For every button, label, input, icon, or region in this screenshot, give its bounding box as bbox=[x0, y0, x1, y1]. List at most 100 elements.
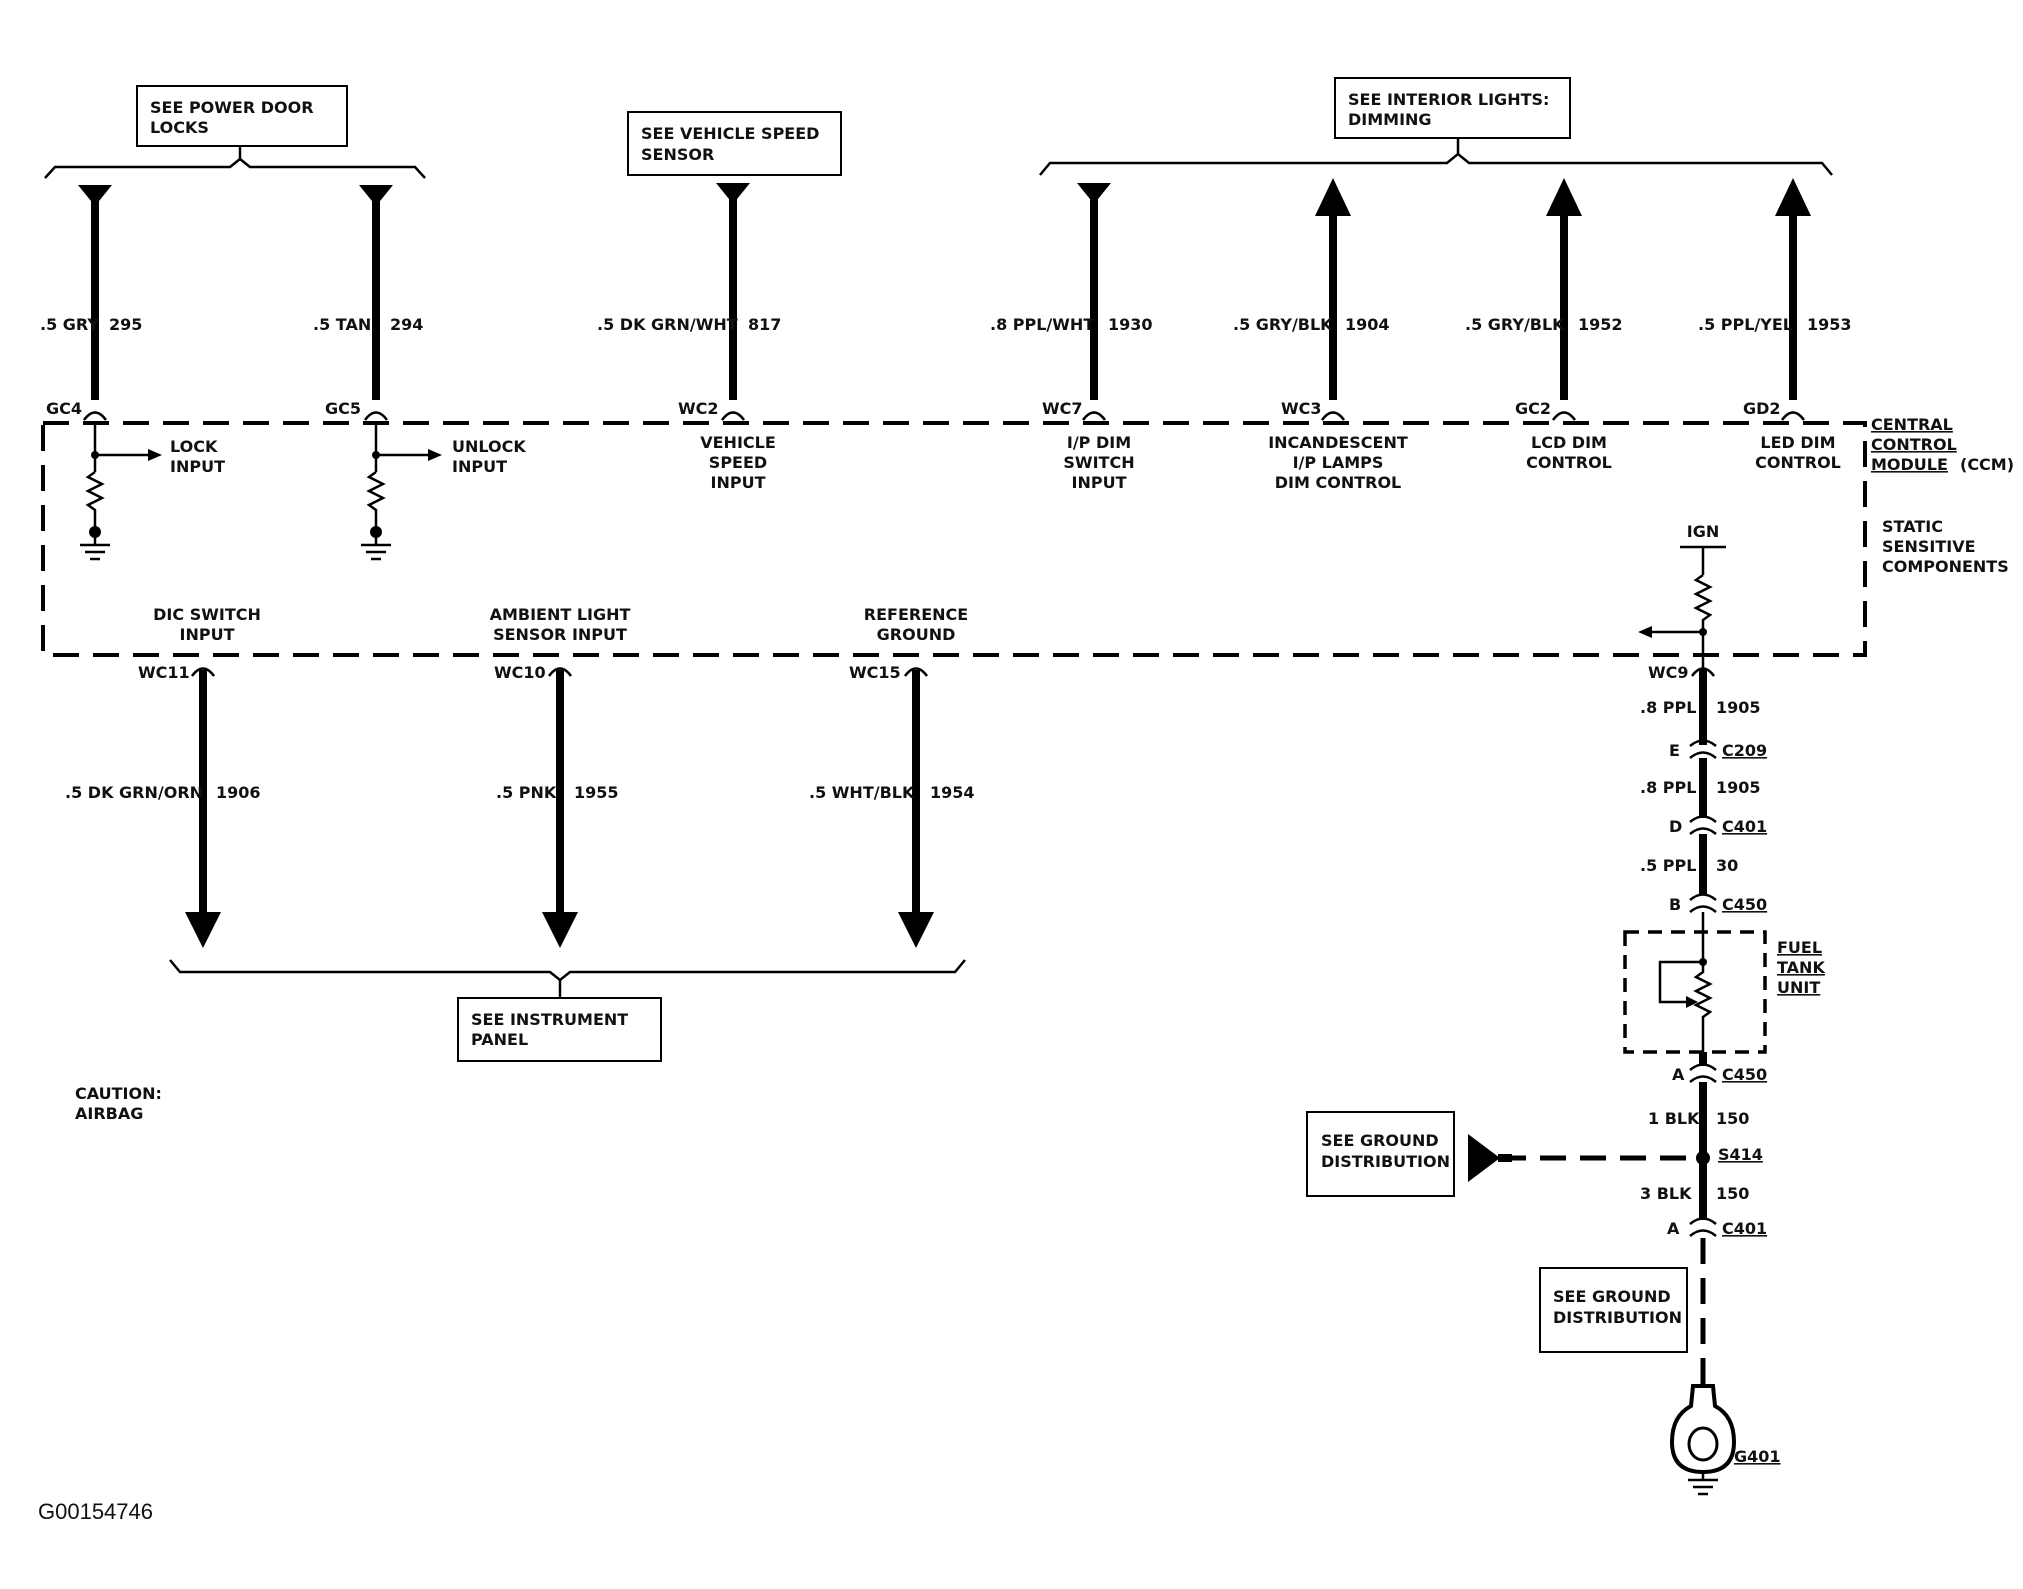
wire-color-1952: .5 GRY/BLK bbox=[1465, 315, 1565, 334]
gd1-line2: DISTRIBUTION bbox=[1321, 1152, 1450, 1171]
output-arrow-icon bbox=[898, 912, 934, 948]
box-vss-line2: SENSOR bbox=[641, 145, 714, 164]
ground-g401: G401 bbox=[1734, 1447, 1781, 1466]
ccm-name-3: MODULE bbox=[1871, 455, 1948, 474]
brace-power-door-locks bbox=[44, 146, 426, 179]
wire-color-1904: .5 GRY/BLK bbox=[1233, 315, 1333, 334]
ccm-name-1: CENTRAL bbox=[1871, 415, 1953, 434]
brace-interior-lights bbox=[1039, 138, 1833, 176]
circuit-1930: .8 PPL/WHT 1930 WC7 bbox=[990, 183, 1153, 421]
circuit-1906: WC11 .5 DK GRN/ORN 1906 bbox=[65, 663, 261, 948]
caution-line2: AIRBAG bbox=[75, 1104, 143, 1123]
pin-WC3: WC3 bbox=[1281, 399, 1322, 418]
circuit-294: .5 TAN 294 GC5 bbox=[313, 185, 423, 421]
circuit-number-294: 294 bbox=[390, 315, 423, 334]
c401-a-pin: A bbox=[1667, 1219, 1680, 1238]
circuit-number-1930: 1930 bbox=[1108, 315, 1153, 334]
ccm-name-2: CONTROL bbox=[1871, 435, 1957, 454]
incandescent-label-1: INCANDESCENT bbox=[1268, 433, 1408, 452]
pin-GC2: GC2 bbox=[1515, 399, 1551, 418]
wire-color-1953: .5 PPL/YEL bbox=[1698, 315, 1793, 334]
circuit-number-1904: 1904 bbox=[1345, 315, 1390, 334]
splice-dot bbox=[1696, 1151, 1710, 1165]
gd2-line2: DISTRIBUTION bbox=[1553, 1308, 1682, 1327]
lcd-dim-label-1: LCD DIM bbox=[1531, 433, 1607, 452]
pin-WC15: WC15 bbox=[849, 663, 901, 682]
c401-d-name: C401 bbox=[1722, 817, 1767, 836]
ign-label: IGN bbox=[1687, 522, 1719, 541]
splice-s414: S414 bbox=[1718, 1145, 1763, 1164]
image-code: G00154746 bbox=[38, 1499, 153, 1524]
circuit-number-817: 817 bbox=[748, 315, 781, 334]
incandescent-label-2: I/P LAMPS bbox=[1293, 453, 1384, 472]
pin-WC10: WC10 bbox=[494, 663, 546, 682]
circuit-1952: .5 GRY/BLK 1952 GC2 bbox=[1465, 178, 1623, 421]
ip-dim-label-2: SWITCH bbox=[1063, 453, 1134, 472]
ambient-label-1: AMBIENT LIGHT bbox=[490, 605, 631, 624]
c450-b-name: C450 bbox=[1722, 895, 1767, 914]
pin-GC4: GC4 bbox=[46, 399, 82, 418]
c401-a-name: C401 bbox=[1722, 1219, 1767, 1238]
ambient-label-2: SENSOR INPUT bbox=[493, 625, 627, 644]
refground-label-1: REFERENCE bbox=[864, 605, 968, 624]
c209-pin: E bbox=[1669, 741, 1680, 760]
resistor-icon bbox=[366, 470, 386, 532]
led-dim-label-1: LED DIM bbox=[1760, 433, 1835, 452]
box-interior-lights-line2: DIMMING bbox=[1348, 110, 1432, 129]
input-arrow-icon bbox=[359, 185, 393, 206]
box-instrument-panel-line1: SEE INSTRUMENT bbox=[471, 1010, 628, 1029]
wire-color-295: .5 GRY bbox=[40, 315, 99, 334]
ip-dim-label-1: I/P DIM bbox=[1067, 433, 1131, 452]
seg5-circuit: 150 bbox=[1716, 1184, 1749, 1203]
ccm-name-suffix: (CCM) bbox=[1960, 455, 2014, 474]
circuit-1904: .5 GRY/BLK 1904 WC3 bbox=[1233, 178, 1390, 421]
unlock-input-circuit: UNLOCK INPUT bbox=[361, 425, 526, 561]
led-dim-label-2: CONTROL bbox=[1755, 453, 1841, 472]
seg3-circuit: 30 bbox=[1716, 856, 1738, 875]
pin-WC7: WC7 bbox=[1042, 399, 1083, 418]
c450-b-pin: B bbox=[1669, 895, 1681, 914]
pin-WC11: WC11 bbox=[138, 663, 190, 682]
output-arrow-icon bbox=[1546, 178, 1582, 216]
incandescent-label-3: DIM CONTROL bbox=[1275, 473, 1402, 492]
circuit-817: .5 DK GRN/WHT 817 WC2 bbox=[597, 183, 781, 421]
caution-note: CAUTION: AIRBAG bbox=[75, 1084, 162, 1123]
arrow-right-icon bbox=[1686, 996, 1698, 1008]
circuit-number-1955: 1955 bbox=[574, 783, 619, 802]
gd1-line1: SEE GROUND bbox=[1321, 1131, 1439, 1150]
ground-eyelet-icon bbox=[1669, 1384, 1737, 1496]
bottom-function-labels: DIC SWITCH INPUT AMBIENT LIGHT SENSOR IN… bbox=[153, 605, 968, 644]
wire-color-1954: .5 WHT/BLK bbox=[809, 783, 915, 802]
circuit-number-1906: 1906 bbox=[216, 783, 261, 802]
static-note-2: SENSITIVE bbox=[1882, 537, 1976, 556]
wire-color-1930: .8 PPL/WHT bbox=[990, 315, 1094, 334]
static-note-1: STATIC bbox=[1882, 517, 1943, 536]
seg3-wire: .5 PPL bbox=[1640, 856, 1696, 875]
wire-color-294: .5 TAN bbox=[313, 315, 371, 334]
box-power-door-locks: SEE POWER DOOR LOCKS bbox=[136, 85, 348, 147]
input-arrow-icon bbox=[78, 185, 112, 206]
box-interior-lights-line1: SEE INTERIOR LIGHTS: bbox=[1348, 90, 1549, 109]
arrow-left-icon bbox=[1638, 626, 1652, 638]
output-arrow-icon bbox=[542, 912, 578, 948]
fuel-tank-label-2: TANK bbox=[1777, 958, 1825, 977]
caution-line1: CAUTION: bbox=[75, 1084, 162, 1103]
output-arrow-icon bbox=[1775, 178, 1811, 216]
seg2-circuit: 1905 bbox=[1716, 778, 1761, 797]
c450-a-name: C450 bbox=[1722, 1065, 1767, 1084]
seg2-wire: .8 PPL bbox=[1640, 778, 1696, 797]
box-vss-line1: SEE VEHICLE SPEED bbox=[641, 124, 819, 143]
circuit-295: .5 GRY 295 GC4 bbox=[40, 185, 142, 421]
ign-circuit: IGN bbox=[1638, 522, 1726, 672]
refground-label-2: GROUND bbox=[877, 625, 956, 644]
ccm-boundary bbox=[41, 421, 1867, 657]
input-arrow-icon bbox=[1077, 183, 1111, 204]
arrow-right-icon bbox=[148, 449, 162, 461]
ccm-label: CENTRAL CONTROL MODULE (CCM) STATIC SENS… bbox=[1871, 415, 2014, 576]
fuel-tank-unit-boundary bbox=[1623, 930, 1767, 1054]
box-instrument-panel: SEE INSTRUMENT PANEL bbox=[457, 997, 662, 1062]
box-ground-distribution-1: SEE GROUND DISTRIBUTION bbox=[1306, 1111, 1455, 1197]
wire-color-817: .5 DK GRN/WHT bbox=[597, 315, 738, 334]
fuel-tank-label-3: UNIT bbox=[1777, 978, 1820, 997]
